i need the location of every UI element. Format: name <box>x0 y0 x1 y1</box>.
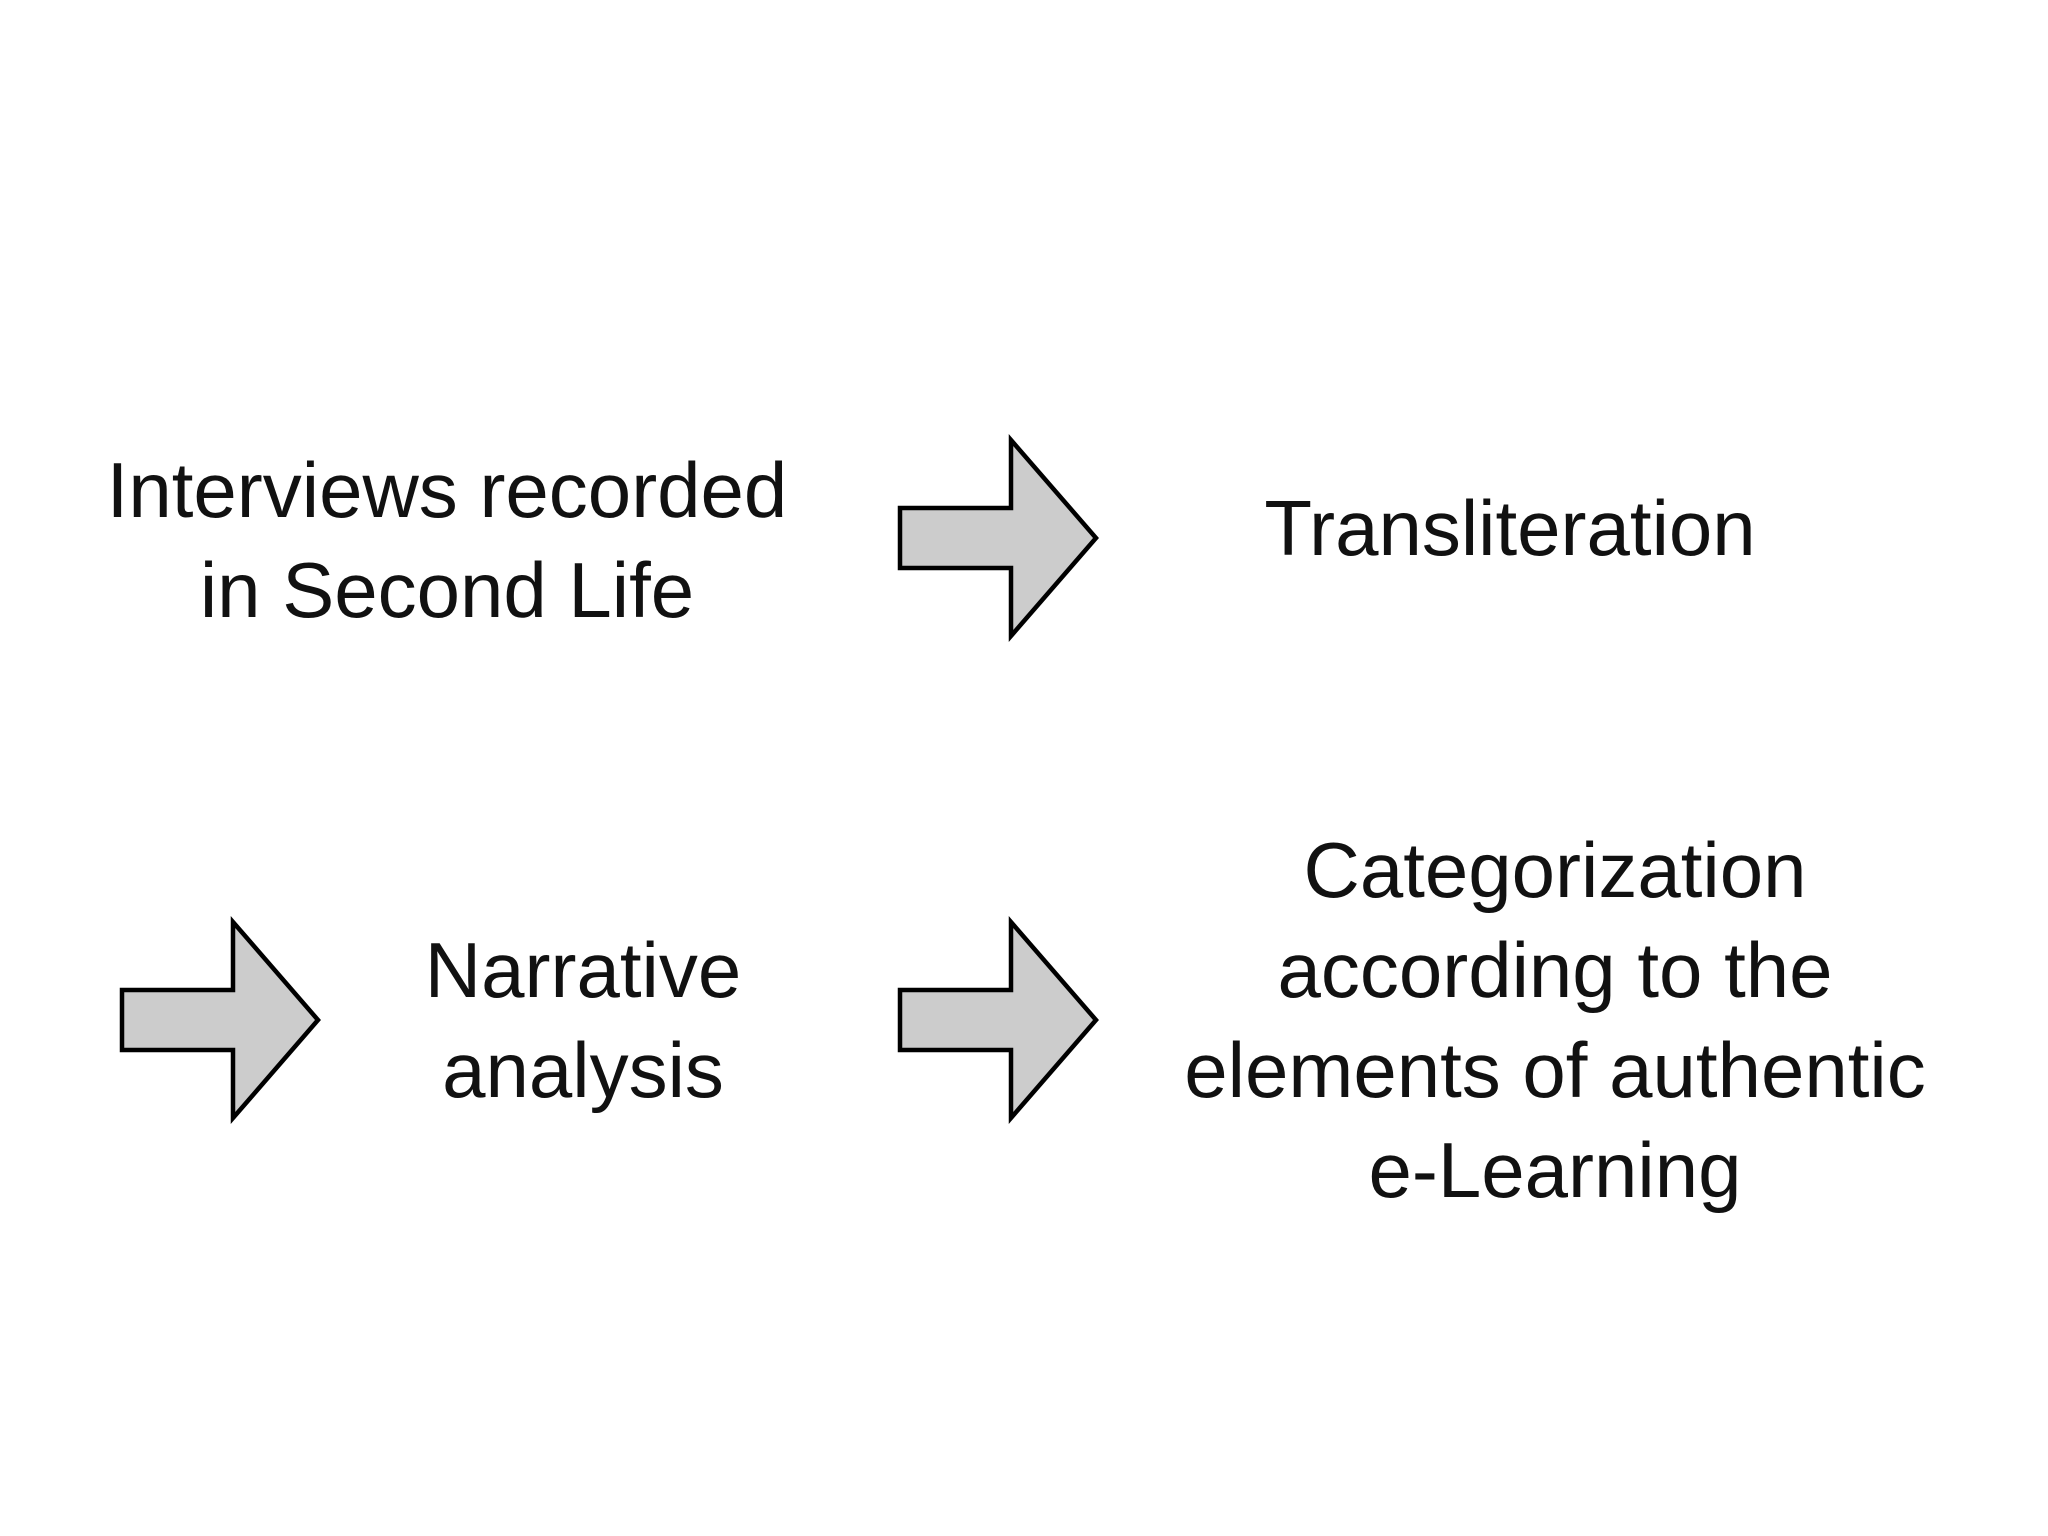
right-arrow-icon <box>119 915 322 1125</box>
right-arrow-shape <box>119 915 321 1125</box>
node-transliteration: Transliteration <box>1264 484 1756 572</box>
node-categorization: Categorization according to the elements… <box>1184 826 1926 1214</box>
right-arrow-icon <box>897 915 1100 1125</box>
node-interviews-recorded: Interviews recorded in Second Life <box>106 446 788 634</box>
right-arrow-icon <box>897 433 1100 643</box>
node-narrative-analysis: Narrative analysis <box>424 926 742 1114</box>
right-arrow-shape <box>897 915 1099 1125</box>
right-arrow-shape <box>897 433 1099 643</box>
